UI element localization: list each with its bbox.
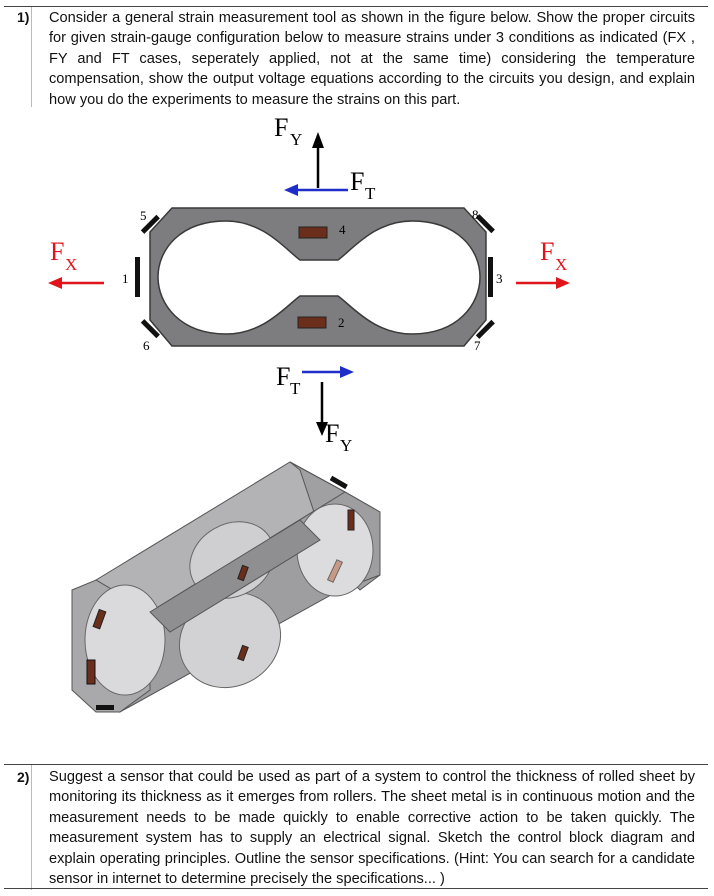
iso-bridge (149, 519, 321, 633)
gauge-label-6: 6 (143, 338, 150, 353)
ft-top-arrow (284, 184, 348, 196)
middle-rule (4, 764, 708, 765)
gauge-label-3: 3 (496, 271, 503, 286)
strain-tool-front-view: F Y F T 5 1 6 4 2 8 3 7 F X F X F T (48, 113, 570, 455)
left-divider (31, 7, 32, 107)
ft-top-sub: T (365, 184, 376, 203)
fy-bottom-sub: Y (340, 436, 352, 455)
fx-right-sub: X (555, 255, 567, 274)
iso-gauge-d (237, 644, 249, 662)
gauge-8 (475, 214, 495, 234)
ft-bottom-sub: T (290, 379, 301, 398)
gauge-5 (140, 214, 160, 234)
top-rule (4, 6, 708, 7)
gauge-3 (488, 257, 493, 297)
question-1-number: 1) (17, 9, 30, 25)
fy-top-arrow (312, 132, 324, 188)
gauge-label-2: 2 (338, 315, 345, 330)
bottom-rule (4, 888, 708, 889)
ft-top-label: F (350, 167, 364, 196)
iso-gauge-f (326, 559, 344, 583)
strain-tool-isometric-view (71, 461, 381, 713)
fx-left-label: F (50, 237, 64, 266)
fx-right-arrow (516, 277, 570, 289)
iso-gauge-b (86, 659, 96, 685)
gauge-label-1: 1 (122, 271, 129, 286)
gauge-7 (475, 319, 495, 339)
iso-hole-back-right (296, 503, 374, 597)
iso-gauge-e (347, 509, 355, 531)
fy-bottom-arrow (316, 382, 328, 436)
gauge-4 (298, 226, 328, 239)
gauge-label-7: 7 (474, 338, 481, 353)
gauge-2 (297, 316, 327, 329)
ft-bottom-arrow (302, 366, 354, 378)
ft-bottom-label: F (276, 362, 290, 391)
iso-hole-front-left (84, 584, 166, 696)
gauge-label-5: 5 (140, 208, 147, 223)
question-2-number: 2) (17, 769, 30, 785)
question-1-text: Consider a general strain measurement to… (49, 10, 695, 108)
fy-top-sub: Y (290, 130, 302, 149)
iso-gauge-h (329, 475, 348, 490)
iso-gauge-g (96, 705, 114, 710)
gauge-6 (140, 319, 160, 339)
fy-bottom-label: F (325, 419, 339, 448)
fx-left-arrow (48, 277, 104, 289)
iso-gauge-a (92, 608, 107, 630)
fx-left-sub: X (65, 255, 77, 274)
gauge-label-8: 8 (472, 207, 479, 222)
fy-top-label: F (274, 113, 288, 142)
gauge-1 (135, 257, 140, 297)
iso-gauge-c (237, 564, 249, 582)
fx-right-label: F (540, 237, 554, 266)
gauge-label-4: 4 (339, 222, 346, 237)
question-2-text: Suggest a sensor that could be used as p… (49, 769, 695, 888)
left-divider-2 (31, 765, 32, 890)
